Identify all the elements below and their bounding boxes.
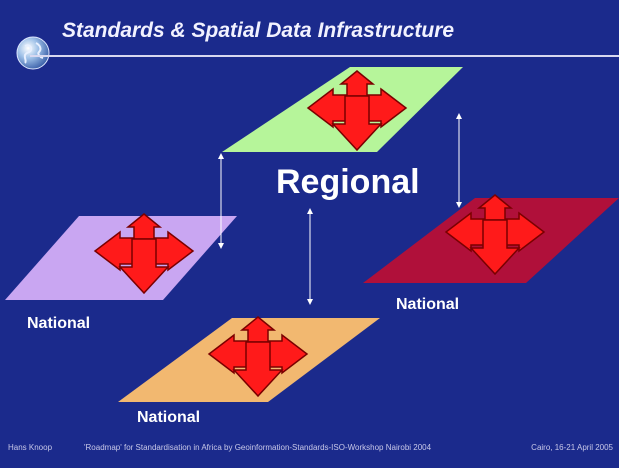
globe-icon xyxy=(16,36,50,70)
slide-title: Standards & Spatial Data Infrastructure xyxy=(62,19,455,42)
national-bottom-label: National xyxy=(137,409,201,426)
slide-footer: Hans Knoop 'Roadmap' for Standardisation… xyxy=(0,443,619,457)
regional-label: Regional xyxy=(276,163,420,201)
title-divider xyxy=(30,55,619,57)
national-left-label: National xyxy=(27,315,91,332)
connector-arrows xyxy=(218,113,462,305)
national-right-label: National xyxy=(396,296,460,313)
footer-event: 'Roadmap' for Standardisation in Africa … xyxy=(84,443,432,452)
footer-author: Hans Knoop xyxy=(8,443,53,452)
footer-location-date: Cairo, 16-21 April 2005 xyxy=(531,443,613,452)
